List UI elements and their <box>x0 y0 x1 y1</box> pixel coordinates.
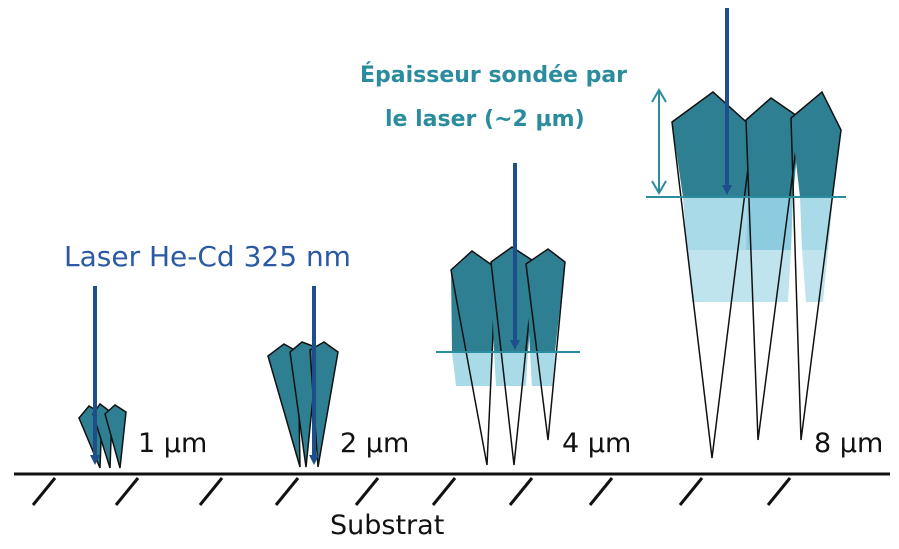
thickness-label-8um: 8 µm <box>814 428 883 459</box>
thickness-label-1um: 1 µm <box>138 428 207 459</box>
substrate-hatching <box>31 477 792 506</box>
probe-depth-label-line1: Épaisseur sondée par <box>360 62 627 88</box>
sample-4um: 4 µm <box>436 163 631 466</box>
substrate-label: Substrat <box>330 510 444 541</box>
sample-8um: 8 µm <box>646 8 883 459</box>
laser-label: Laser He-Cd 325 nm <box>64 240 351 273</box>
crystal-8um-b <box>744 97 801 441</box>
substrate: Substrat <box>14 472 890 541</box>
probe-depth-label-line2: le laser (~2 µm) <box>385 107 585 132</box>
crystal-8um-c <box>790 90 842 441</box>
probe-depth-double-arrow <box>651 88 667 195</box>
crystal-8um-a <box>671 91 754 459</box>
crystal-4um-a <box>450 250 497 466</box>
sample-2um: 2 µm <box>267 286 409 468</box>
thickness-label-4um: 4 µm <box>562 428 631 459</box>
crystal-1um-c <box>104 404 127 469</box>
crystal-4um-c <box>525 248 566 441</box>
thickness-label-2um: 2 µm <box>340 428 409 459</box>
sample-1um: 1 µm <box>78 286 207 469</box>
